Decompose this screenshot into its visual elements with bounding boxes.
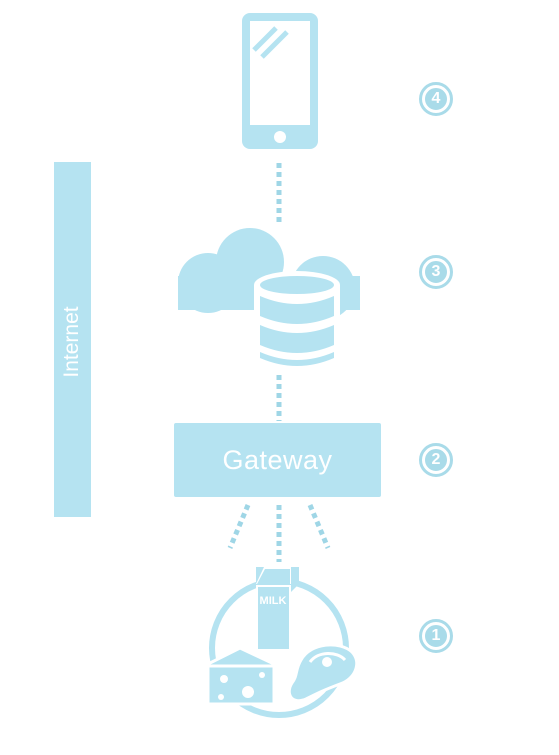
step-4-badge: 4: [419, 82, 453, 116]
gateway-label: Gateway: [222, 444, 333, 475]
milk-label: MILK: [260, 595, 287, 607]
step-2-label: 2: [423, 447, 449, 473]
gateway-box: Gateway: [174, 423, 381, 497]
wireless-signal-right: [307, 504, 331, 549]
step-1-label: 1: [423, 623, 449, 649]
step-2-badge: 2: [419, 443, 453, 477]
step-3-badge: 3: [419, 255, 453, 289]
step-1-badge: 1: [419, 619, 453, 653]
step-3-label: 3: [423, 259, 449, 285]
wireless-signal-left: [227, 504, 251, 549]
step-4-label: 4: [423, 86, 449, 112]
internet-bar: [54, 162, 91, 517]
